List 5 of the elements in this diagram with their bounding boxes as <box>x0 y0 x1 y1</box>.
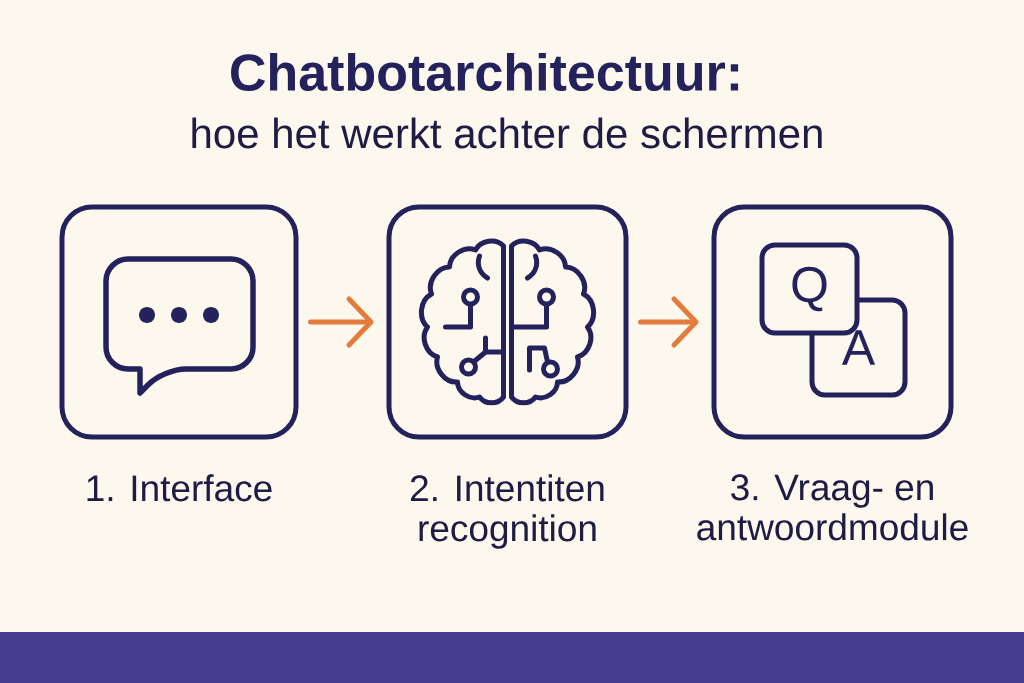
step-label: 3. Vraag- en antwoordmodule <box>697 474 968 541</box>
subtitle: hoe het werkt achter de schermen <box>192 117 822 149</box>
title: Chatbotarchitectuur: <box>231 52 739 92</box>
step-label: 1. Interface <box>87 474 272 502</box>
step-label: 2. Intentiten recognition <box>410 474 604 549</box>
